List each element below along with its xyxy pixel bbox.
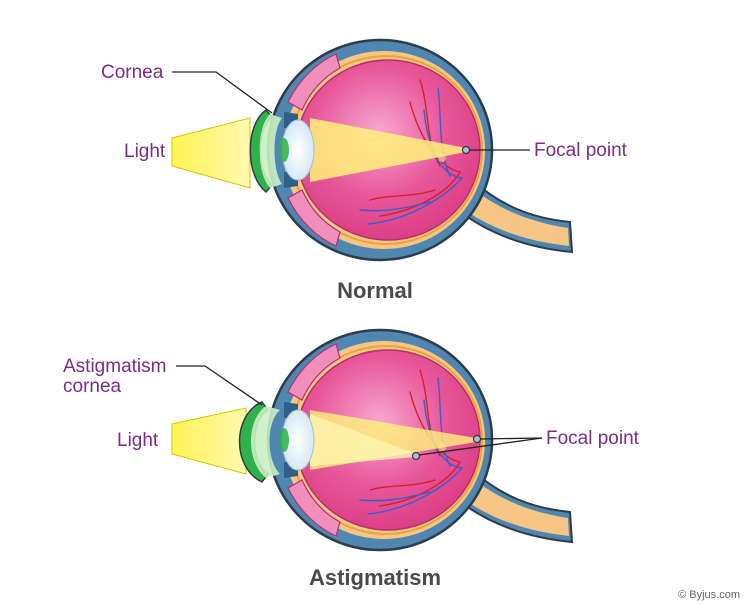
astigmatism-light-beam [171, 407, 247, 475]
normal-cornea-leader [172, 71, 273, 114]
astigmatism-focal-leader-1 [479, 437, 543, 440]
astigmatism-eyeball [266, 328, 574, 552]
normal-converging-light [310, 118, 466, 182]
credit-text: © Byjus.com [678, 589, 740, 601]
astigmatism-focal-leader-2 [418, 437, 543, 456]
normal-title: Normal [337, 278, 413, 303]
astigmatism-eye-diagram: Astigmatism cornea Light Focal point Ast… [63, 328, 640, 590]
astigmatism-light-label: Light [117, 430, 159, 451]
astigmatism-focal-point-marker-2 [411, 451, 421, 461]
astigmatism-cornea-leader [176, 365, 263, 406]
normal-focal-point-marker [461, 145, 471, 155]
astigmatism-focal-point-label: Focal point [546, 428, 640, 449]
astigmatism-cornea-label-line2: cornea [63, 376, 122, 397]
normal-eye-diagram: Cornea Light Focal point Normal [101, 38, 628, 303]
astigmatism-converging-light-2 [310, 414, 416, 466]
astigmatism-title: Astigmatism [309, 565, 441, 590]
astigmatism-cornea-label-line1: Astigmatism [63, 356, 166, 377]
astigmatism-focal-point-marker-1 [472, 434, 482, 444]
normal-cornea-label: Cornea [101, 62, 164, 83]
normal-light-beam [171, 117, 251, 189]
normal-eyeball [266, 38, 574, 262]
normal-focal-point-label: Focal point [534, 140, 628, 161]
normal-light-label: Light [124, 141, 166, 162]
